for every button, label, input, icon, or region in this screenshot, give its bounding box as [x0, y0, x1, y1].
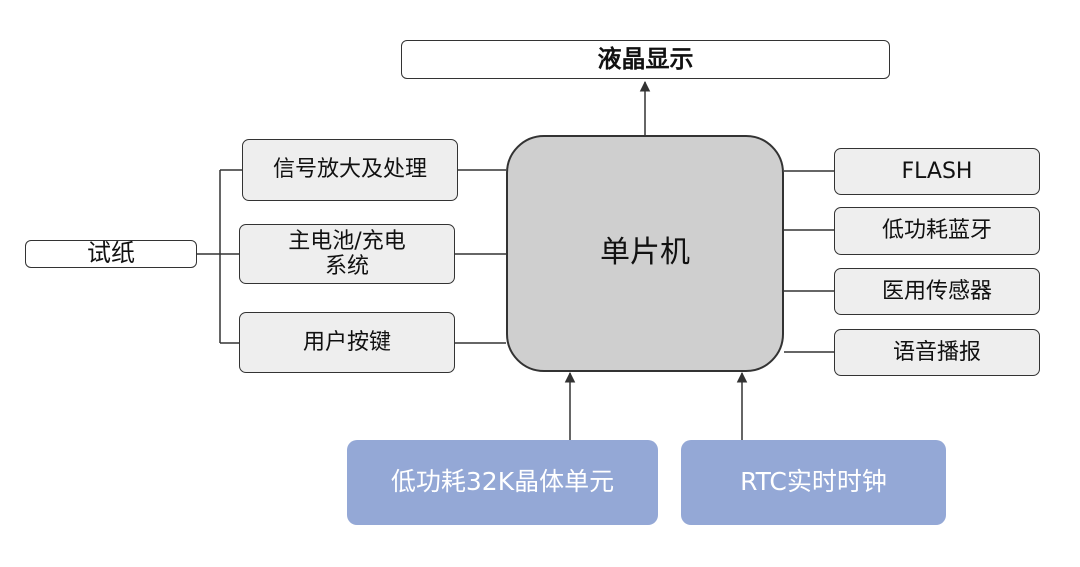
battery-charging-label-line-1: 主电池/充电	[288, 228, 406, 254]
rtc-clock-box: RTC实时时钟	[681, 440, 946, 525]
user-keys-label: 用户按键	[302, 329, 391, 355]
voice-broadcast-box: 语音播报	[834, 329, 1040, 376]
test-strip-box: 试纸	[25, 240, 197, 268]
mcu-label: 单片机	[600, 235, 690, 271]
ble-box: 低功耗蓝牙	[834, 207, 1040, 255]
medical-sensor-box: 医用传感器	[834, 268, 1040, 315]
rtc-clock-label: RTC实时时钟	[740, 467, 887, 497]
flash-label: FLASH	[901, 158, 973, 184]
signal-processing-label: 信号放大及处理	[272, 157, 427, 183]
battery-charging-box: 主电池/充电 系统	[239, 224, 455, 284]
ble-label: 低功耗蓝牙	[881, 218, 992, 244]
medical-sensor-label: 医用传感器	[881, 278, 992, 304]
voice-broadcast-label: 语音播报	[892, 339, 981, 365]
lcd-display-box: 液晶显示	[401, 40, 890, 79]
battery-charging-label-line-2: 系统	[324, 254, 369, 279]
user-keys-box: 用户按键	[239, 312, 455, 373]
flash-box: FLASH	[834, 148, 1040, 195]
test-strip-label: 试纸	[87, 239, 135, 268]
signal-processing-box: 信号放大及处理	[242, 139, 458, 201]
crystal-unit-box: 低功耗32K晶体单元	[347, 440, 658, 525]
mcu-box: 单片机	[506, 135, 784, 372]
crystal-unit-label: 低功耗32K晶体单元	[390, 467, 615, 497]
lcd-display-label: 液晶显示	[597, 44, 694, 73]
